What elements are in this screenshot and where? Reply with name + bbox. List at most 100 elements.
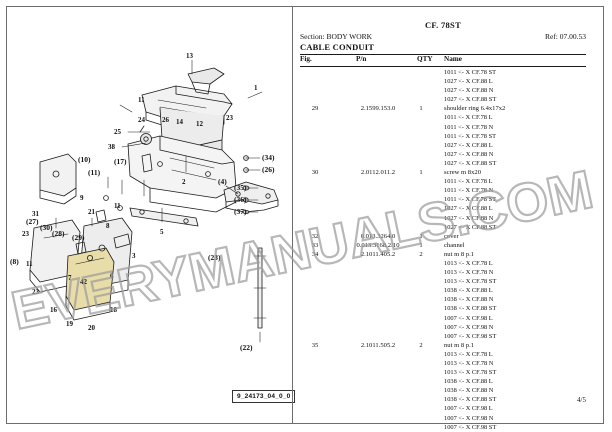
cell-name: 1038 <- X CF.88 L — [444, 378, 493, 386]
cell-fig: 32 — [311, 232, 319, 240]
table-row: 1007 <- X CF.98 ST — [300, 333, 586, 342]
table-row: 30 2.0112.011.2 1 screw m 8x20 — [300, 169, 586, 178]
callout-37-bracketed: (37) — [234, 207, 247, 216]
cell-name: 1038 <- X CF.88 L — [444, 287, 493, 295]
table-row: 1007 <- X CF.98 ST — [300, 424, 586, 432]
table-row: 1011 <- X CF.78 N — [300, 124, 586, 133]
table-row: 1038 <- X CF.88 N — [300, 296, 586, 305]
cell-name: 1038 <- X CF.88 ST — [444, 396, 497, 404]
cell-name: 1007 <- X CF.98 N — [444, 414, 494, 422]
cell-name: 1027 <- X CF.88 L — [444, 78, 493, 86]
cell-name: 1007 <- X CF.98 N — [444, 323, 494, 331]
model-title: CF. 78ST — [424, 20, 462, 30]
callout-3: 3 — [132, 252, 136, 260]
callout-7: 7 — [68, 274, 72, 282]
table-row: 1011 <- X CF.78 L — [300, 114, 586, 123]
callout-18: 18 — [110, 306, 118, 314]
cell-name: 1011 <- X CF.78 N — [444, 187, 494, 195]
cell-qty: 1 — [419, 241, 423, 249]
cell-name: 1038 <- X CF.88 N — [444, 387, 494, 395]
cell-fig: 29 — [311, 105, 319, 113]
table-row: 1007 <- X CF.98 L — [300, 315, 586, 324]
cell-name: 1013 <- X CF.78 N — [444, 269, 494, 277]
callout-21: 21 — [88, 208, 96, 216]
cell-name: 1027 <- X CF.88 ST — [444, 159, 497, 167]
cell-name: 1007 <- X CF.98 ST — [444, 423, 497, 431]
table-row: 1027 <- X CF.88 N — [300, 87, 586, 96]
table-row: 1027 <- X CF.88 ST — [300, 224, 586, 233]
table-row: 1013 <- X CF.78 L — [300, 351, 586, 360]
callout-4-bracketed: (4) — [218, 177, 227, 186]
cell-qty: 1 — [419, 105, 423, 113]
callout-38: 38 — [108, 143, 116, 151]
callout-26-bracketed: (26) — [262, 165, 275, 174]
cell-part-number: 2.1011.505.2 — [360, 341, 396, 349]
group-title: CABLE CONDUIT — [300, 42, 375, 52]
cell-name: 1011 <- X CF.78 ST — [444, 69, 497, 76]
cell-name: 1011 <- X CF.78 L — [444, 178, 493, 186]
callout-22-bracketed: (22) — [240, 343, 253, 352]
callout-23a: 23 — [226, 114, 234, 122]
cell-part-number: 2.1599.153.0 — [360, 105, 396, 113]
cell-name: 1011 <- X CF.78 L — [444, 114, 493, 122]
callout-11b: 11 — [114, 202, 121, 210]
cell-part-number: 2.1011.405.2 — [360, 250, 396, 258]
table-row: 1027 <- X CF.88 N — [300, 215, 586, 224]
cell-fig: 30 — [311, 169, 319, 177]
callout-12: 12 — [196, 120, 204, 128]
table-row: 1011 <- X CF.78 L — [300, 178, 586, 187]
cell-name: 1011 <- X CF.78 N — [444, 123, 494, 131]
table-rule-top — [300, 54, 586, 55]
table-row: 1027 <- X CF.88 L — [300, 205, 586, 214]
ref-label: Ref: 07.00.53 — [544, 32, 586, 41]
table-row: 29 2.1599.153.0 1 shoulder ring 6.4x17x2 — [300, 105, 586, 114]
cell-qty: 2 — [419, 341, 423, 349]
page-number: 4/5 — [577, 396, 586, 404]
table-row: 1007 <- X CF.98 N — [300, 324, 586, 333]
callout-31: 31 — [32, 210, 40, 218]
cell-name: 1007 <- X CF.98 L — [444, 405, 493, 413]
table-header-row: Fig. P/n QTY Name — [300, 55, 586, 66]
table-row: 1027 <- X CF.88 L — [300, 78, 586, 87]
table-row: 1038 <- X CF.88 ST — [300, 396, 586, 405]
column-header-pn: P/n — [356, 55, 367, 63]
callout-14: 14 — [176, 118, 184, 126]
callout-8: 8 — [106, 222, 110, 230]
cell-name: 1013 <- X CF.78 L — [444, 259, 493, 267]
table-row: 1011 <- X CF.78 ST — [300, 69, 586, 78]
callout-29-bracketed: (29) — [72, 233, 85, 242]
parts-list: CF. 78ST Section: BODY WORK Ref: 07.00.5… — [300, 20, 586, 431]
cell-name: 1027 <- X CF.88 N — [444, 214, 494, 222]
cell-qty: 1 — [419, 169, 423, 177]
callout-35-bracketed: (35) — [234, 183, 247, 192]
callout-9: 9 — [80, 194, 84, 202]
callout-42: 42 — [80, 278, 88, 286]
callout-10-bracketed: (10) — [78, 155, 91, 164]
cell-name: 1013 <- X CF.78 ST — [444, 369, 497, 377]
callout-11c: 11 — [26, 260, 33, 268]
cell-part-number: 2.0112.011.2 — [360, 169, 396, 177]
section-label: Section: BODY WORK — [300, 32, 373, 41]
table-row: 1011 <- X CF.78 N — [300, 187, 586, 196]
cell-name: screw m 8x20 — [444, 169, 481, 177]
table-row: 1038 <- X CF.88 ST — [300, 305, 586, 314]
table-row: 1013 <- X CF.78 ST — [300, 369, 586, 378]
callout-20: 20 — [88, 324, 96, 332]
cell-name: shoulder ring 6.4x17x2 — [444, 105, 506, 113]
table-row: 1038 <- X CF.88 N — [300, 387, 586, 396]
table-row: 1007 <- X CF.98 N — [300, 415, 586, 424]
callout-23c: 23 — [32, 288, 40, 296]
callout-1: 1 — [254, 84, 258, 92]
column-header-name: Name — [444, 55, 462, 63]
callout-2: 2 — [182, 178, 186, 186]
column-divider — [292, 7, 293, 423]
cell-name: channel — [444, 241, 465, 249]
callout-24: 24 — [138, 116, 146, 124]
table-row: 1027 <- X CF.88 N — [300, 151, 586, 160]
callout-17-bracketed: (17) — [114, 157, 127, 166]
column-header-qty: QTY — [417, 55, 433, 63]
